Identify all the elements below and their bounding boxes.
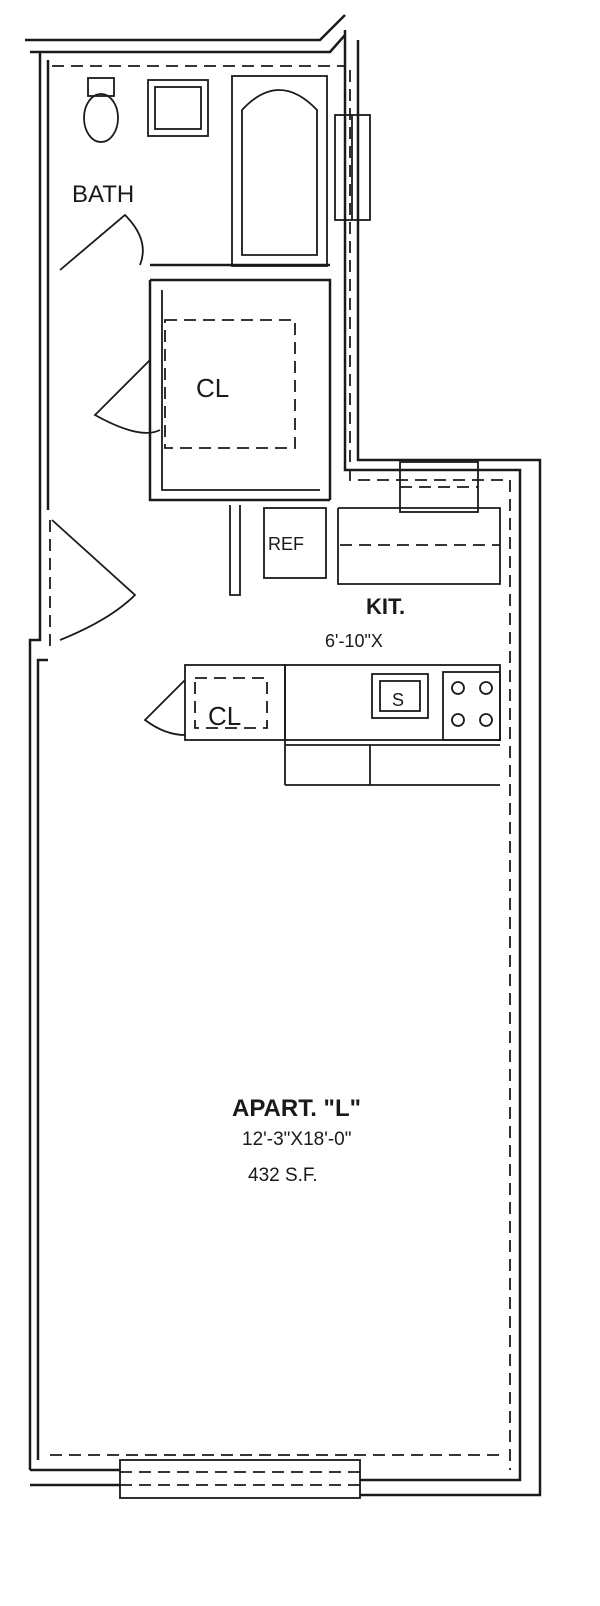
- closet-2: [184, 664, 286, 741]
- bath-label: BATH: [72, 181, 134, 208]
- exterior-walls: [25, 14, 542, 1497]
- refrigerator: [263, 507, 327, 579]
- closet-1-label: CL: [196, 373, 229, 403]
- sink-label: S: [392, 690, 404, 710]
- stove-icon: [442, 671, 501, 741]
- kitchen-counter-bottom: [284, 664, 501, 786]
- bathtub-icon: [231, 75, 328, 267]
- window-right: [399, 461, 479, 513]
- kitchen-dimensions: 6'-10"X: [325, 631, 383, 651]
- ref-label: REF: [268, 534, 304, 554]
- interior-walls: [148, 263, 332, 596]
- window-bottom: [119, 1459, 361, 1499]
- apartment-area: 432 S.F.: [248, 1165, 318, 1186]
- toilet-icon: [83, 77, 119, 143]
- closet-2-label: CL: [208, 701, 241, 731]
- door-swings: [51, 213, 186, 736]
- window-right-top: [334, 114, 371, 221]
- apartment-dimensions: 12'-3"X18'-0": [242, 1129, 351, 1150]
- kitchen-sink-icon: [371, 673, 429, 719]
- kitchen-label: KIT.: [366, 594, 405, 619]
- kitchen-counter-top: [337, 507, 501, 585]
- apartment-name: APART. "L": [232, 1095, 361, 1122]
- bath-sink-icon: [147, 79, 209, 137]
